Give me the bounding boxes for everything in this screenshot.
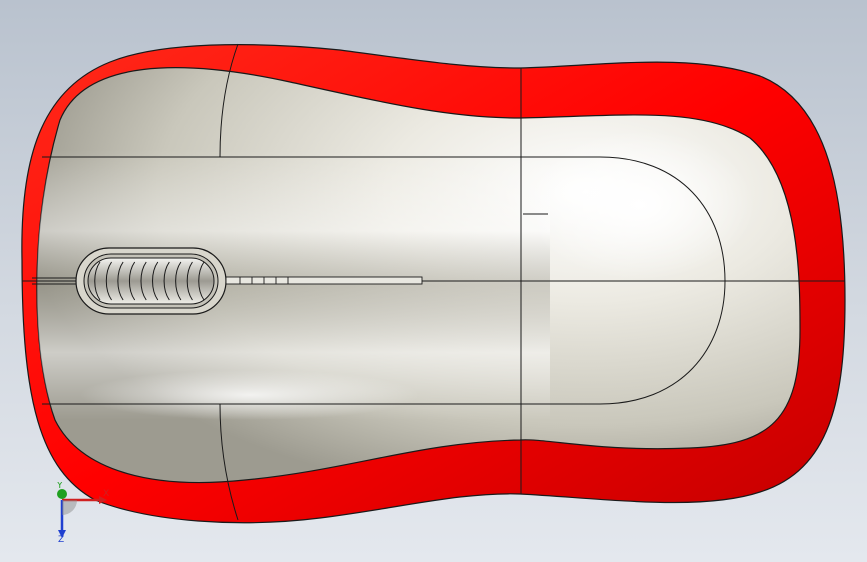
wheel-rib: [105, 261, 112, 301]
triad-x-label: X: [103, 489, 109, 499]
scroll-wheel[interactable]: [75, 247, 227, 315]
coordinate-triad-icon: X Y Z: [56, 482, 109, 542]
triad-y-label: Y: [56, 482, 63, 491]
triad-y-axis: [57, 489, 67, 499]
wheel-rib: [140, 261, 147, 301]
triad-z-label: Z: [58, 535, 64, 542]
wheel-rib: [128, 261, 136, 301]
wheel-rib: [152, 261, 159, 301]
wheel-rib: [163, 261, 170, 301]
wheel-rib: [198, 261, 205, 301]
wheel-rib: [117, 261, 124, 301]
wheel-rib: [175, 261, 182, 301]
center-slot: [32, 276, 423, 285]
wheel-ribs: [94, 261, 205, 301]
wheel-rib: [94, 261, 101, 301]
wheel-rib: [186, 261, 193, 301]
